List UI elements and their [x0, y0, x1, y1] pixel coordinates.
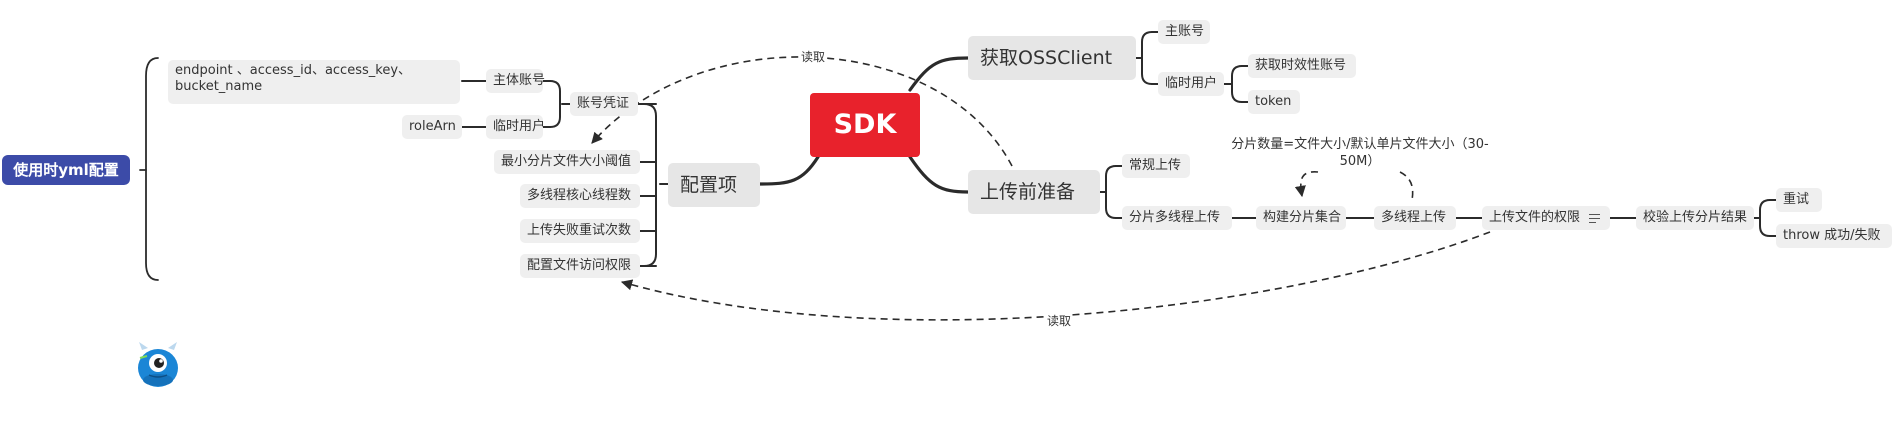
config-item-min-chunk-label: 最小分片文件大小阈值: [501, 154, 632, 169]
note-lines-icon[interactable]: [1589, 213, 1601, 223]
retry-label: 重试: [1783, 192, 1810, 207]
build-chunks-node[interactable]: 构建分片集合: [1256, 206, 1346, 230]
config-item-min-chunk[interactable]: 最小分片文件大小阈值: [494, 150, 640, 174]
main-account-node[interactable]: 主账号: [1158, 20, 1210, 44]
credential-detail-main-text: endpoint 、access_id、access_key、bucket_na…: [175, 63, 412, 94]
multipart-upload-node[interactable]: 分片多线程上传: [1122, 206, 1232, 230]
credential-detail-temp-text: roleArn: [409, 119, 456, 134]
pre-upload-label: 上传前准备: [980, 181, 1076, 203]
get-ossclient-label: 获取OSSClient: [980, 47, 1113, 69]
throw-result-node[interactable]: throw 成功/失败: [1776, 224, 1892, 248]
token-label: token: [1255, 94, 1292, 109]
config-item-permission[interactable]: 配置文件访问权限: [520, 254, 640, 278]
credential-temp-user[interactable]: 临时用户: [486, 115, 546, 139]
config-item-retries-label: 上传失败重试次数: [527, 223, 632, 238]
timed-account-label: 获取时效性账号: [1255, 58, 1347, 73]
config-item-permission-label: 配置文件访问权限: [527, 258, 632, 273]
pre-upload-node[interactable]: 上传前准备: [968, 170, 1100, 214]
root-node[interactable]: SDK: [810, 93, 920, 157]
config-item-threads[interactable]: 多线程核心线程数: [520, 184, 640, 208]
credential-main-account-label: 主体账号: [493, 73, 546, 88]
verify-chunks-label: 校验上传分片结果: [1643, 210, 1748, 225]
main-account-label: 主账号: [1165, 24, 1205, 39]
config-branch-node[interactable]: 配置项: [668, 163, 760, 207]
relation-label-read-bottom: 读取: [1046, 314, 1073, 328]
config-item-credentials[interactable]: 账号凭证: [570, 92, 638, 116]
credential-main-account[interactable]: 主体账号: [486, 69, 546, 93]
yml-config-node[interactable]: 使用时yml配置: [2, 155, 130, 185]
relation-label-read-top: 读取: [800, 50, 827, 64]
upload-permission-label: 上传文件的权限: [1489, 210, 1581, 225]
verify-chunks-node[interactable]: 校验上传分片结果: [1636, 206, 1754, 230]
normal-upload-node[interactable]: 常规上传: [1122, 154, 1190, 178]
timed-account-node[interactable]: 获取时效性账号: [1248, 54, 1356, 78]
credential-detail-main[interactable]: endpoint 、access_id、access_key、bucket_na…: [168, 60, 460, 104]
retry-node[interactable]: 重试: [1776, 188, 1822, 212]
temp-user-label: 临时用户: [1165, 76, 1218, 91]
yml-config-label: 使用时yml配置: [13, 161, 119, 179]
multithread-upload-label: 多线程上传: [1381, 210, 1447, 225]
token-node[interactable]: token: [1248, 90, 1300, 114]
mascot-icon: [138, 342, 178, 387]
get-ossclient-node[interactable]: 获取OSSClient: [968, 36, 1136, 80]
config-item-credentials-label: 账号凭证: [577, 96, 630, 111]
build-chunks-label: 构建分片集合: [1263, 210, 1342, 225]
config-branch-label: 配置项: [680, 174, 738, 196]
temp-user-node[interactable]: 临时用户: [1158, 72, 1224, 96]
multithread-upload-node[interactable]: 多线程上传: [1374, 206, 1456, 230]
multipart-upload-label: 分片多线程上传: [1129, 210, 1221, 225]
normal-upload-label: 常规上传: [1129, 158, 1182, 173]
credential-temp-user-label: 临时用户: [493, 119, 546, 134]
chunk-count-formula: 分片数量=文件大小/默认单片文件大小（30-50M）: [1231, 137, 1489, 169]
config-item-threads-label: 多线程核心线程数: [527, 188, 632, 203]
credential-detail-temp[interactable]: roleArn: [402, 115, 462, 139]
throw-result-label: throw 成功/失败: [1783, 228, 1881, 243]
root-label: SDK: [833, 109, 897, 140]
config-item-retries[interactable]: 上传失败重试次数: [520, 219, 640, 243]
upload-permission-node[interactable]: 上传文件的权限: [1482, 206, 1610, 230]
